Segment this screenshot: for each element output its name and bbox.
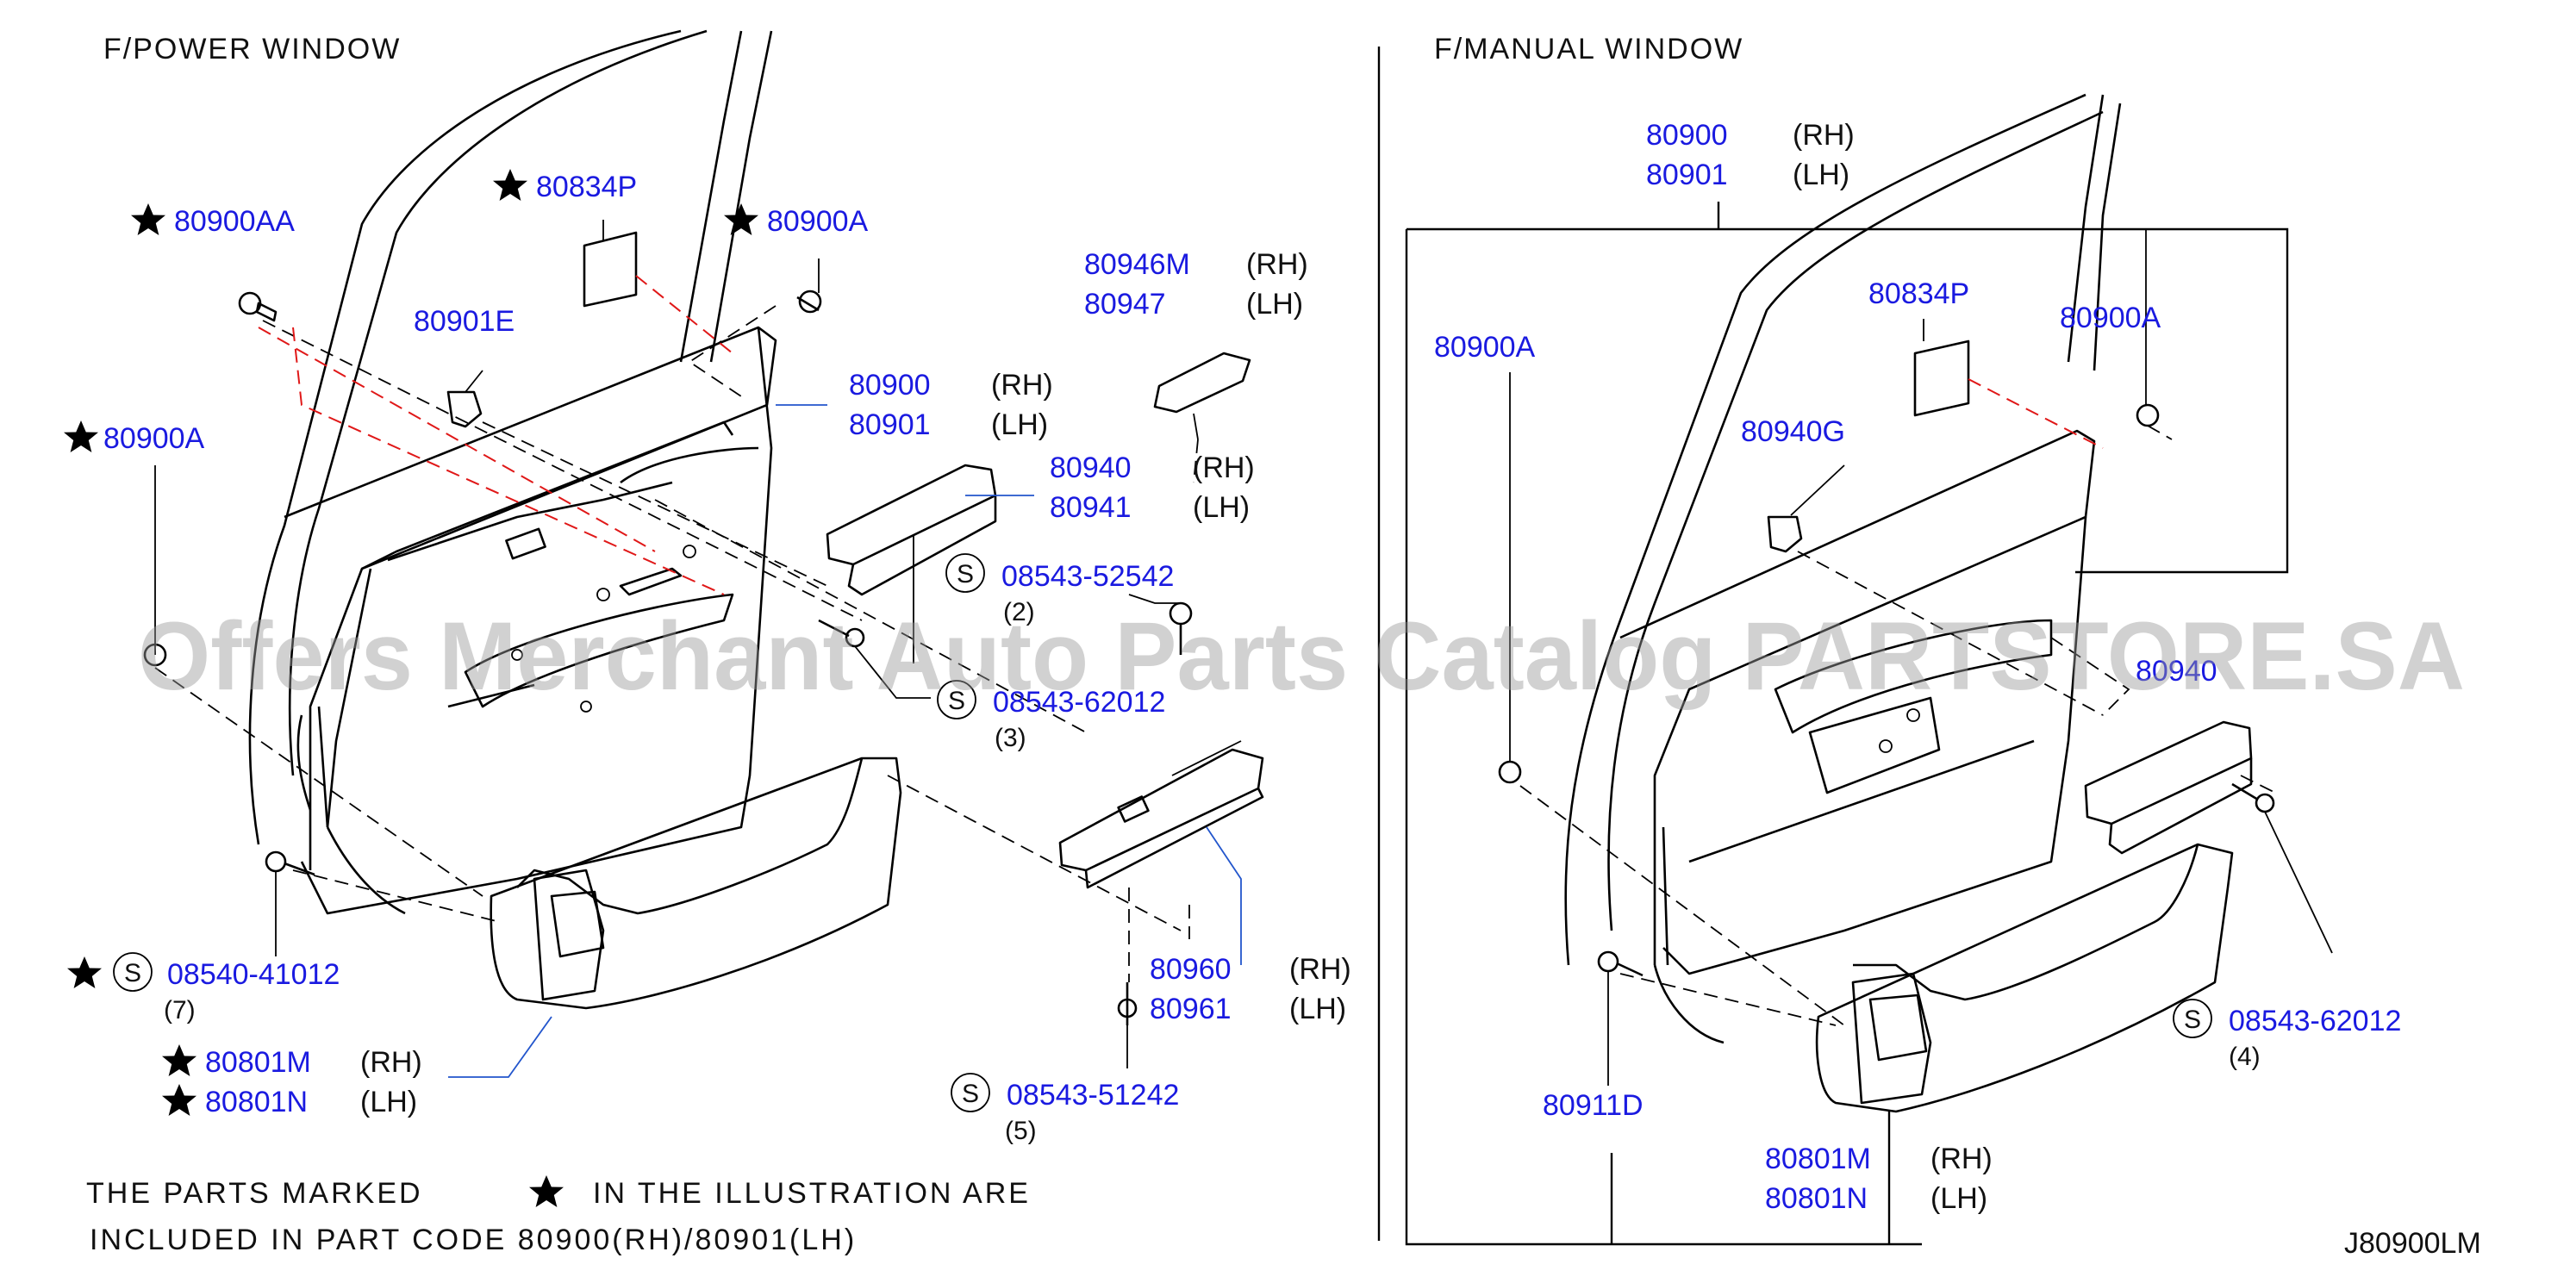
side-rh-80900: (RH) bbox=[991, 369, 1053, 402]
part-80911D[interactable]: 80911D bbox=[1543, 1089, 1644, 1122]
side-lh-80901-manual: (LH) bbox=[1793, 159, 1849, 191]
star-80801M-icon bbox=[162, 1044, 196, 1076]
clip-80940G bbox=[1767, 515, 1803, 553]
s-letter-62012: S bbox=[948, 687, 965, 715]
side-lh-80801N: (LH) bbox=[360, 1086, 417, 1118]
part-80947[interactable]: 80947 bbox=[1084, 288, 1166, 321]
part-08543-52542[interactable]: 08543-52542 bbox=[1001, 560, 1174, 593]
s-symbol-62012-icon bbox=[937, 680, 976, 719]
side-rh-80801M: (RH) bbox=[360, 1046, 422, 1079]
qty-5: (5) bbox=[1005, 1117, 1037, 1145]
part-80941[interactable]: 80941 bbox=[1050, 491, 1132, 524]
armrest-80940-manual bbox=[2084, 720, 2253, 855]
s-symbol-52542-icon bbox=[945, 553, 985, 593]
screw-80911D bbox=[1597, 950, 1644, 977]
part-80960[interactable]: 80960 bbox=[1150, 953, 1232, 986]
side-rh-80900-manual: (RH) bbox=[1793, 119, 1855, 152]
s-letter-62012-manual: S bbox=[2184, 1006, 2201, 1034]
window-glass-lh bbox=[248, 29, 773, 845]
s-symbol-41012-icon bbox=[113, 952, 153, 992]
part-80900A-left[interactable]: 80900A bbox=[103, 422, 205, 455]
clip-80900A-top bbox=[796, 290, 822, 314]
star-08540-icon bbox=[67, 956, 102, 988]
part-80940G[interactable]: 80940G bbox=[1741, 415, 1845, 448]
part-08543-62012[interactable]: 08543-62012 bbox=[993, 686, 1165, 719]
side-lh-80941: (LH) bbox=[1193, 491, 1250, 524]
map-pocket bbox=[490, 757, 902, 1010]
part-80900A-manual-left[interactable]: 80900A bbox=[1434, 331, 1536, 364]
assembly-bracket bbox=[1407, 227, 2289, 574]
s-symbol-51242-icon bbox=[951, 1073, 990, 1112]
left-panel: F/POWER WINDOW bbox=[64, 29, 1351, 1256]
label-80834P-manual bbox=[1913, 339, 1970, 417]
door-trim-panel bbox=[284, 326, 777, 915]
star-80834P-icon bbox=[493, 169, 527, 201]
qty-4: (4) bbox=[2229, 1043, 2261, 1071]
star-80801N-icon bbox=[162, 1084, 196, 1116]
s-letter-52542: S bbox=[957, 560, 974, 589]
part-80801N[interactable]: 80801N bbox=[205, 1086, 308, 1118]
part-80940-manual-partial[interactable]: 80940 bbox=[2136, 655, 2217, 688]
star-80900A-left-icon bbox=[64, 420, 98, 452]
right-panel: F/MANUAL WINDOW bbox=[1405, 33, 2481, 1260]
note-line-1: THE PARTS MARKED bbox=[86, 1177, 423, 1210]
qty-7: (7) bbox=[164, 996, 196, 1025]
note-star-icon bbox=[529, 1175, 564, 1207]
clip-80900A-manual-left bbox=[1498, 760, 1522, 784]
side-rh-80960: (RH) bbox=[1289, 953, 1351, 986]
screw-08543-51242 bbox=[1117, 982, 1138, 1025]
switch-bezel-80946M bbox=[1153, 352, 1251, 440]
part-80801M[interactable]: 80801M bbox=[205, 1046, 311, 1079]
part-80801M-manual[interactable]: 80801M bbox=[1765, 1143, 1871, 1175]
side-lh-80961: (LH) bbox=[1289, 993, 1346, 1025]
screw-08540-41012 bbox=[265, 850, 315, 876]
map-pocket-manual bbox=[1815, 843, 2234, 1113]
part-80901E[interactable]: 80901E bbox=[414, 305, 515, 338]
part-08540-41012[interactable]: 08540-41012 bbox=[167, 958, 340, 991]
side-rh-80801M-manual: (RH) bbox=[1930, 1143, 1993, 1175]
part-80900-manual[interactable]: 80900 bbox=[1646, 119, 1728, 152]
part-80961[interactable]: 80961 bbox=[1150, 993, 1232, 1025]
part-80834P-manual[interactable]: 80834P bbox=[1868, 277, 1969, 310]
side-rh-80946M: (RH) bbox=[1246, 248, 1308, 281]
side-rh-80940: (RH) bbox=[1193, 452, 1255, 484]
qty-2: (2) bbox=[1003, 598, 1035, 626]
note-line-1b: IN THE ILLUSTRATION ARE bbox=[593, 1177, 1031, 1210]
part-80834P[interactable]: 80834P bbox=[536, 171, 637, 203]
right-panel-title: F/MANUAL WINDOW bbox=[1434, 33, 1743, 65]
s-letter-41012: S bbox=[124, 959, 141, 987]
part-08543-51242[interactable]: 08543-51242 bbox=[1007, 1079, 1179, 1112]
label-80834P bbox=[583, 231, 638, 308]
part-08543-62012-manual[interactable]: 08543-62012 bbox=[2229, 1005, 2401, 1037]
part-80801N-manual[interactable]: 80801N bbox=[1765, 1182, 1868, 1215]
clip-80900AA bbox=[238, 291, 278, 322]
side-lh-80947: (LH) bbox=[1246, 288, 1303, 321]
part-80900A-top[interactable]: 80900A bbox=[767, 205, 869, 238]
s-letter-51242: S bbox=[962, 1080, 979, 1108]
left-panel-title: F/POWER WINDOW bbox=[103, 33, 401, 65]
part-80901-manual[interactable]: 80901 bbox=[1646, 159, 1728, 191]
clip-80900A-manual-right bbox=[2136, 403, 2160, 427]
part-80940[interactable]: 80940 bbox=[1050, 452, 1132, 484]
door-trim-panel-manual bbox=[1619, 429, 2096, 1044]
part-80946M[interactable]: 80946M bbox=[1084, 248, 1190, 281]
star-80900AA-icon bbox=[131, 203, 165, 235]
side-lh-80901: (LH) bbox=[991, 408, 1048, 441]
switch-finisher-80960 bbox=[1058, 740, 1264, 889]
star-80900A-top-icon bbox=[724, 203, 758, 235]
part-80900AA[interactable]: 80900AA bbox=[174, 205, 295, 238]
watermark: Offers Merchant Auto Parts Catalog PARTS… bbox=[138, 602, 2465, 710]
part-80900A-manual-right[interactable]: 80900A bbox=[2060, 302, 2161, 334]
qty-3: (3) bbox=[995, 724, 1026, 752]
note-line-2: INCLUDED IN PART CODE 80900(RH)/80901(LH… bbox=[90, 1224, 857, 1256]
side-lh-80801N-manual: (LH) bbox=[1930, 1182, 1987, 1215]
diagram-code: J80900LM bbox=[2344, 1227, 2481, 1260]
window-glass-rh bbox=[1564, 93, 2122, 966]
clip-80901E bbox=[446, 390, 483, 428]
part-80900[interactable]: 80900 bbox=[849, 369, 931, 402]
s-symbol-62012-manual-icon bbox=[2173, 999, 2212, 1038]
part-80901[interactable]: 80901 bbox=[849, 408, 931, 441]
